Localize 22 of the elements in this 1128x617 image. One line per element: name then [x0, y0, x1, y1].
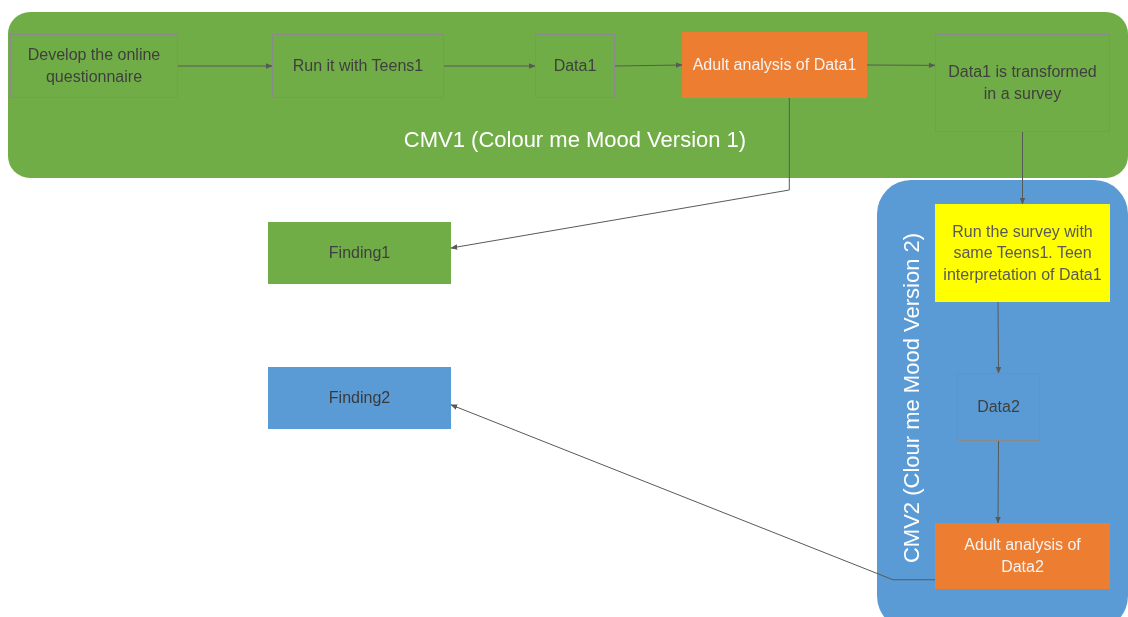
process-box: Adult analysis of Data1 [682, 32, 867, 98]
band-label: CMV2 (Clour me Mood Version 2) [899, 232, 925, 564]
arrow [995, 301, 1002, 374]
arrow [614, 62, 683, 68]
band-label: CMV1 (Colour me Mood Version 1) [403, 127, 747, 153]
process-box: Data1 is transformed in a survey [935, 34, 1110, 132]
arrow [443, 63, 536, 69]
process-box: Adult analysis of Data2 [935, 523, 1110, 589]
arrow [450, 404, 936, 581]
process-box: Run it with Teens1 [272, 34, 444, 98]
process-box: Finding2 [268, 367, 451, 429]
arrow [1019, 131, 1026, 205]
process-box: Data1 [535, 34, 615, 98]
process-box: Data2 [957, 373, 1040, 441]
section-band [877, 180, 1128, 617]
section-band [8, 12, 1128, 178]
arrow [450, 97, 790, 250]
process-box: Run the survey with same Teens1. Teen interpretation of Data1 [935, 204, 1110, 302]
arrow [177, 63, 273, 69]
arrow [995, 440, 1001, 524]
process-box: Finding1 [268, 222, 451, 284]
process-box: Develop the online questionnaire [10, 34, 178, 98]
